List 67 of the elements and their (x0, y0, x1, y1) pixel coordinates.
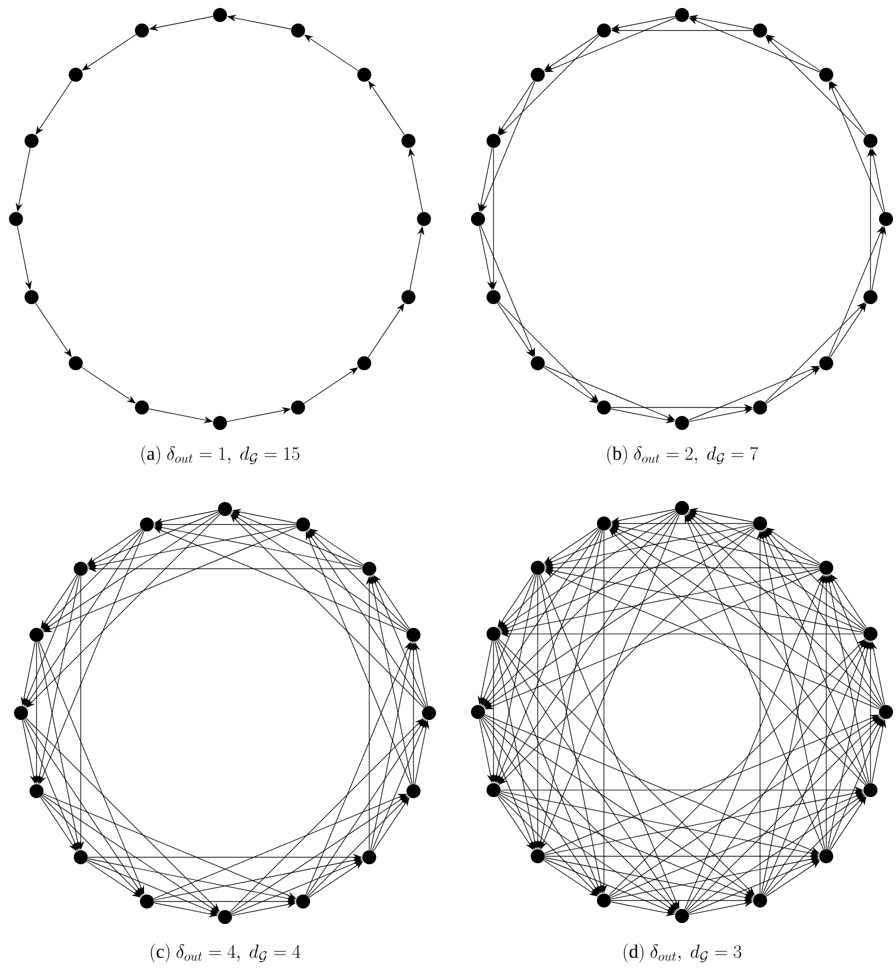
graph-node (357, 68, 372, 82)
arrow (764, 302, 866, 403)
arrow (498, 638, 755, 896)
arrow (497, 640, 678, 910)
graph-node (753, 24, 768, 38)
arrow (686, 717, 881, 912)
arrow (608, 639, 866, 896)
graph-node (879, 705, 893, 719)
graph-node (406, 784, 420, 798)
graph-node (819, 356, 834, 370)
caption: $\mathrm{(a)}\ \delta_{out} = 1,\ d_{\mathcal{G}} = 15$ (142, 446, 300, 464)
arrow (498, 528, 756, 785)
arrow (688, 794, 864, 912)
graph-node (819, 68, 834, 82)
graph-node (596, 400, 611, 414)
graph-node (879, 212, 893, 226)
graph-node (296, 518, 310, 532)
caption: $\mathrm{(b)}\ \delta_{out} = 2,\ d_{\mathcal{G}} = 7$ (607, 446, 758, 464)
arrow (230, 795, 408, 914)
graph-node (24, 290, 39, 304)
graph-node (24, 134, 39, 148)
graph-node (362, 850, 376, 864)
graph-node (134, 24, 149, 38)
graph-node (74, 562, 88, 576)
graph-node (863, 290, 878, 304)
graph-node (362, 562, 376, 576)
arrow (687, 513, 882, 708)
caption: $\mathrm{(c)}\ \delta_{out} = 4,\ d_{\mathcal{G}} = 4$ (150, 944, 300, 962)
arrow (500, 512, 676, 630)
graph-node (596, 893, 611, 908)
graph-node (530, 560, 545, 575)
graph-node (819, 849, 834, 864)
graph-node (819, 560, 834, 575)
graph-node (753, 516, 768, 531)
graph-node (863, 783, 878, 798)
arrow (484, 527, 754, 708)
arrow (609, 528, 866, 786)
arrow (482, 716, 677, 911)
graph-node (68, 68, 83, 82)
arrow (483, 512, 678, 707)
arrow (764, 530, 882, 706)
arrow (25, 530, 144, 707)
graph-node (74, 850, 88, 864)
arrow (230, 514, 424, 708)
graph-node (291, 400, 306, 414)
graph-node (357, 356, 372, 370)
arrow (688, 512, 865, 630)
arrow (307, 530, 426, 708)
graph-node (530, 68, 545, 82)
graph-node (134, 400, 149, 414)
graph-node (401, 134, 416, 148)
graph-node (68, 356, 83, 370)
arrow (482, 718, 600, 894)
caption: $\mathrm{(d)}\ \delta_{out},\ d_{\mathcal{G}} = 3$ (624, 944, 742, 962)
graph-node (401, 290, 416, 304)
graph-node (30, 628, 44, 642)
graph-node (530, 356, 545, 370)
graph-node (530, 849, 545, 864)
arrow (24, 718, 143, 896)
arrow (26, 514, 220, 708)
graph-node (140, 894, 154, 908)
graph-node (486, 134, 501, 148)
graph-node (291, 24, 306, 38)
arrow (26, 718, 220, 912)
graph-node (486, 626, 501, 641)
arrow (42, 512, 220, 631)
arrow (230, 718, 424, 912)
